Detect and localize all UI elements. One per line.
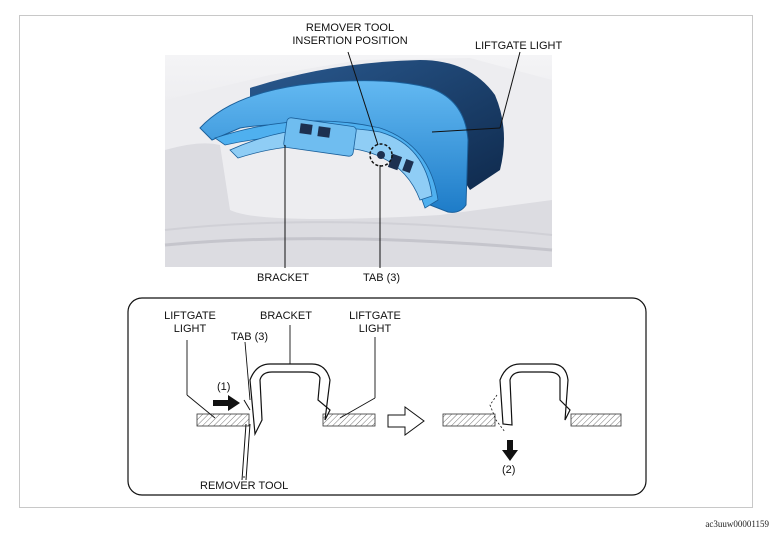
label-line: LIFTGATE xyxy=(349,310,401,322)
label-tab: TAB (3) xyxy=(363,272,401,284)
label-remover-tool: REMOVER TOOL xyxy=(200,480,289,492)
detail-before-state xyxy=(196,363,376,481)
label-step-2: (2) xyxy=(502,464,516,476)
insertion-position-marker xyxy=(369,143,393,167)
image-code: ac3uuw00001159 xyxy=(705,519,769,529)
label-bracket: BRACKET xyxy=(257,272,309,284)
bracket-part xyxy=(229,117,433,201)
label-step-1: (1) xyxy=(217,381,231,393)
label-detail-bracket: BRACKET xyxy=(260,310,312,322)
detail-box xyxy=(127,297,647,496)
label-line: LIFTGATE xyxy=(164,310,216,322)
label-line: LIGHT xyxy=(173,323,207,335)
figure-frame xyxy=(19,15,753,508)
label-line: LIGHT xyxy=(358,323,392,335)
photo-leader-lines xyxy=(284,51,521,268)
label-detail-tab: TAB (3) xyxy=(231,331,269,343)
transition-arrow xyxy=(387,406,425,436)
label-detail-liftgate-light-right: LIFTGATE LIGHT xyxy=(345,310,405,336)
label-line: REMOVER TOOL xyxy=(305,22,395,34)
label-remover-tool-insertion: REMOVER TOOL INSERTION POSITION xyxy=(275,22,425,48)
label-line: INSERTION POSITION xyxy=(292,35,408,47)
label-liftgate-light: LIFTGATE LIGHT xyxy=(475,40,563,52)
label-detail-liftgate-light-left: LIFTGATE LIGHT xyxy=(160,310,220,336)
detail-after-state xyxy=(442,363,622,461)
detail-leader-lines xyxy=(186,325,376,478)
